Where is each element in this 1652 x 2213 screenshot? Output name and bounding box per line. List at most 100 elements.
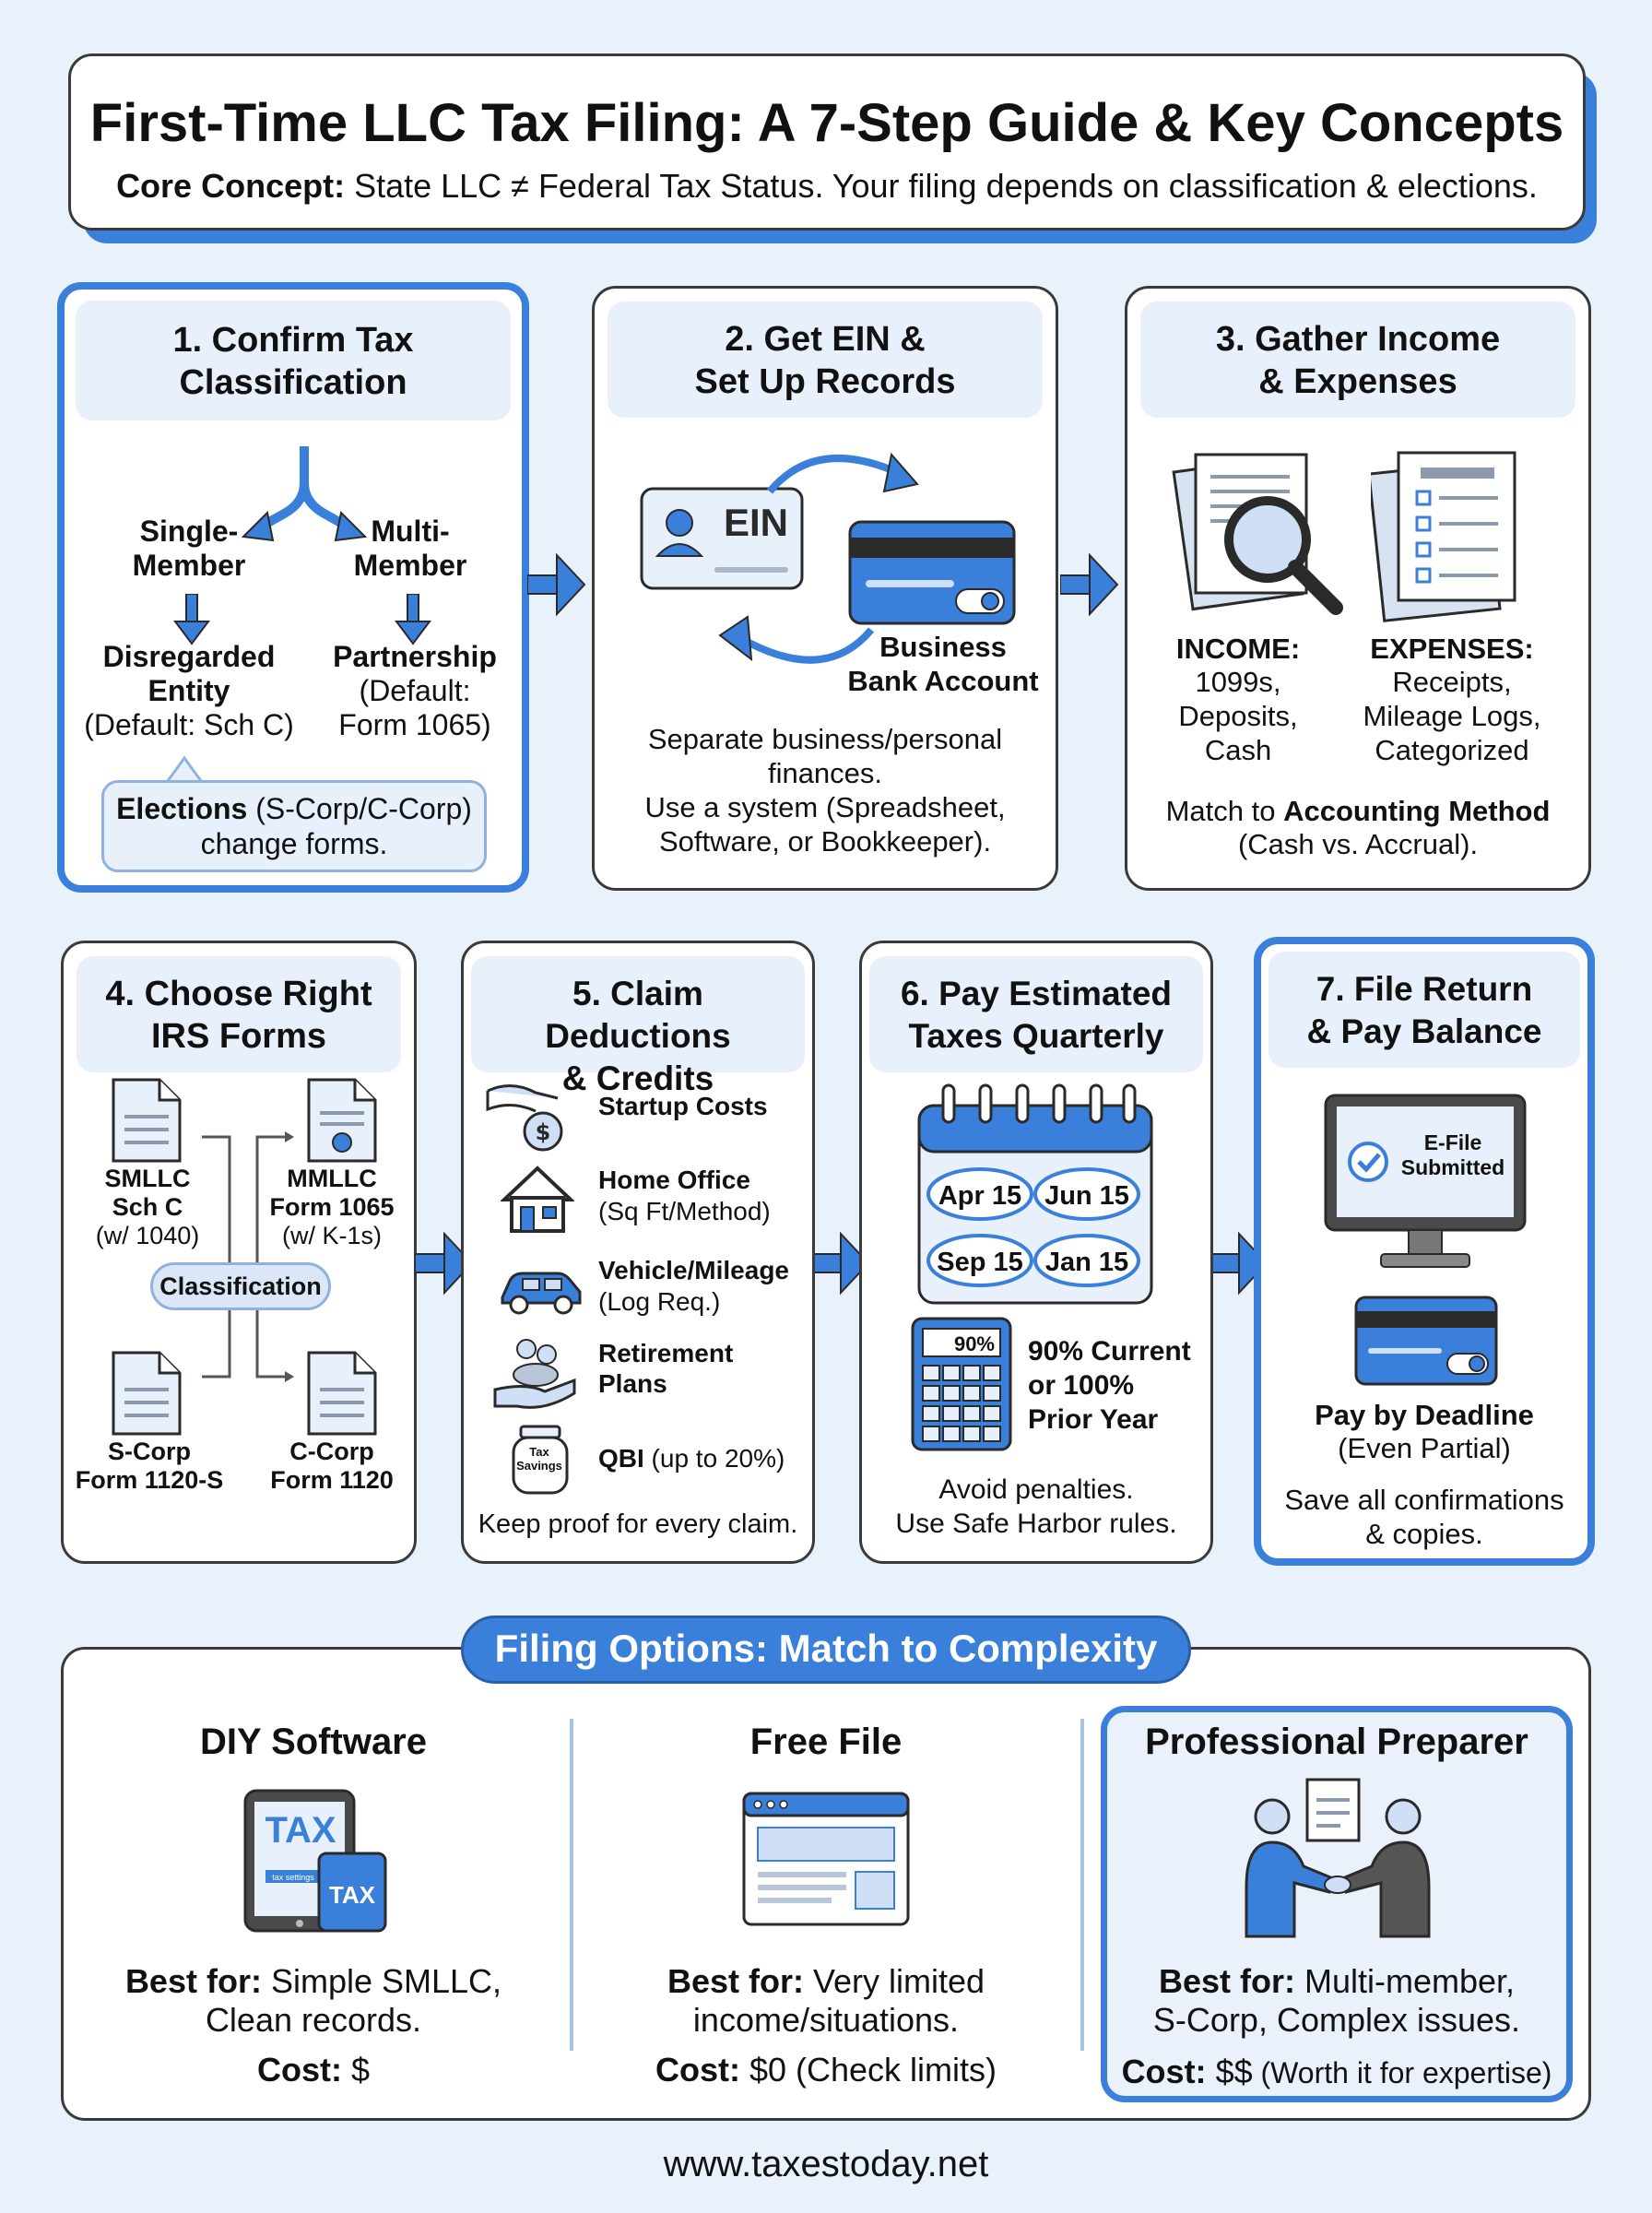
match-prefix: Match to (1165, 795, 1284, 827)
footer-url[interactable]: www.taxestoday.net (663, 2144, 989, 2184)
magnifier-documents-icon (1172, 453, 1343, 615)
deduction-startup: $ Startup Costs (464, 1072, 814, 1152)
step3-title: 3. Gather Income & Expenses (1140, 302, 1575, 418)
elections-text2: change forms. (200, 827, 388, 860)
split-arrow-icon (241, 446, 368, 542)
cost-text: $ (341, 2051, 371, 2089)
pro-cost: Cost: $$ (Worth it for expertise) (1101, 2053, 1573, 2092)
cost-text: $0 (Check limits) (739, 2051, 997, 2089)
step2-description: Separate business/personal finances. Use… (644, 723, 1006, 858)
step1-title: 1. Confirm Tax Classification (76, 301, 511, 420)
down-arrow-icon (395, 594, 431, 645)
step7-title: 7. File Return & Pay Balance (1268, 952, 1580, 1068)
tax-tiny-label: tax settings (272, 1873, 314, 1882)
free-best-for-2: income/situations. (692, 2001, 960, 2039)
best-for-label: Best for: (1158, 1962, 1295, 2000)
elections-text: (S-Corp/C-Corp) (247, 792, 472, 825)
deduction-sub: (Sq Ft/Method) (598, 1197, 771, 1225)
best-for-text: Multi-member, (1294, 1962, 1516, 2000)
house-icon (501, 1166, 574, 1233)
scorp-form: S-Corp Form 1120-S (75, 1438, 224, 1494)
right-arrow-icon (1210, 1231, 1268, 1296)
savings-jar-icon (512, 1425, 569, 1495)
hand-coin-icon: $ (486, 1084, 563, 1152)
accounting-method: Match to Accounting Method (1127, 794, 1588, 828)
options-divider (1080, 1719, 1084, 2051)
pro-best-for: Best for: Multi-member, (1101, 1962, 1573, 2001)
diy-best-for: Best for: Simple SMLLC, (83, 1962, 544, 2001)
tax-software-devices-icon (243, 1789, 387, 1933)
bank-account-label: Business Bank Account (847, 631, 1039, 697)
step2-title: 2. Get EIN & Set Up Records (608, 302, 1043, 418)
filing-options-banner: Filing Options: Match to Complexity (461, 1615, 1191, 1684)
disregarded-default: (Default: Sch C) (84, 708, 294, 741)
match-suffix: (Cash vs. Accrual). (1237, 828, 1479, 860)
cost-text: $$ (1206, 2053, 1253, 2090)
cycle-arrow-icon (718, 615, 875, 664)
step7-card: 7. File Return & Pay Balance E-File Subm… (1254, 937, 1595, 1566)
deduction-retirement: Retirement Plans (464, 1334, 814, 1409)
down-arrow-icon (173, 594, 210, 645)
document-icon (112, 1351, 182, 1436)
smllc-sub: (w/ 1040) (95, 1222, 200, 1249)
header-card: First-Time LLC Tax Filing: A 7-Step Guid… (68, 53, 1586, 231)
cost-label: Cost: (655, 2051, 740, 2089)
qbi-line: QBI (up to 20%) (598, 1443, 785, 1473)
safe-harbor-rule: 90% Current or 100% Prior Year (1028, 1336, 1191, 1435)
step1-card: 1. Confirm Tax Classification Single- Me… (57, 282, 529, 893)
tax-tablet-label: TAX (265, 1810, 336, 1851)
step4-title: 4. Choose Right IRS Forms (77, 956, 401, 1072)
bank-card-icon (848, 520, 1016, 625)
step7-footer: Save all confirmations & copies. (1284, 1484, 1564, 1550)
payment-card-icon (1354, 1296, 1498, 1386)
deduction-label: QBI (598, 1444, 644, 1473)
right-arrow-icon (811, 1231, 870, 1296)
jar-label: Tax Savings (516, 1445, 562, 1473)
core-concept: Core Concept: State LLC ≠ Federal Tax St… (71, 167, 1583, 206)
quarter-date: Jan 15 (1044, 1248, 1129, 1277)
step3-card: 3. Gather Income & Expenses INCOME: 1099… (1125, 286, 1591, 891)
step6-title: 6. Pay Estimated Taxes Quarterly (869, 956, 1203, 1072)
step4-card: 4. Choose Right IRS Forms SMLLC Sch C (w… (61, 941, 417, 1564)
deduction-sub: (Log Req.) (598, 1287, 721, 1316)
pro-title: Professional Preparer (1145, 1722, 1528, 1762)
cost-label: Cost: (1121, 2053, 1207, 2090)
step5-title: 5. Claim Deductions & Credits (471, 956, 805, 1097)
classification-pill: Classification (150, 1262, 331, 1310)
core-concept-label: Core Concept: (116, 167, 346, 205)
diy-cost: Cost: $ (83, 2051, 544, 2089)
tax-phone-label: TAX (328, 1881, 376, 1909)
page-title: First-Time LLC Tax Filing: A 7-Step Guid… (89, 93, 1564, 153)
right-arrow-icon (415, 1231, 474, 1296)
deduction-label: Retirement Plans (598, 1339, 734, 1398)
ccorp-form: C-Corp Form 1120 (270, 1438, 394, 1494)
document-icon (307, 1351, 377, 1436)
checklist-documents-icon (1371, 451, 1516, 622)
form-connector-lines (202, 1131, 294, 1382)
expenses-items: Receipts, Mileage Logs, Categorized (1363, 666, 1541, 766)
document-icon (112, 1078, 182, 1163)
best-for-text: Simple SMLLC, (261, 1962, 502, 2000)
pro-best-for-2: S-Corp, Complex issues. (1152, 2001, 1521, 2039)
match-bold: Accounting Method (1283, 795, 1551, 827)
elections-callout: Elections (S-Corp/C-Corp) change forms. (101, 780, 487, 872)
step2-card: 2. Get EIN & Set Up Records EIN Business… (592, 286, 1058, 891)
elections-label: Elections (116, 792, 248, 825)
diy-best-for-2: Clean records. (205, 2001, 422, 2039)
income-label: INCOME: (1175, 633, 1301, 665)
cycle-arrow-icon (766, 452, 919, 494)
smllc-form: SMLLC Sch C (104, 1165, 191, 1221)
deduction-qbi: Tax Savings QBI (up to 20%) (464, 1423, 814, 1497)
deduction-sub: (up to 20%) (643, 1444, 785, 1473)
hand-coins-icon (493, 1339, 576, 1409)
income-items: 1099s, Deposits, Cash (1178, 666, 1298, 766)
efile-screen-text: E-File Submitted (1400, 1130, 1505, 1179)
disregarded-entity: Disregarded Entity (102, 640, 276, 707)
quarter-date: Apr 15 (938, 1181, 1022, 1211)
ein-label: EIN (723, 501, 788, 544)
single-member-label: Single- Member (132, 515, 246, 582)
quarter-date: Jun 15 (1044, 1181, 1129, 1211)
best-for-text: Very limited (803, 1962, 985, 2000)
certificate-document-icon (307, 1078, 377, 1163)
core-concept-text: State LLC ≠ Federal Tax Status. Your fil… (345, 167, 1538, 205)
